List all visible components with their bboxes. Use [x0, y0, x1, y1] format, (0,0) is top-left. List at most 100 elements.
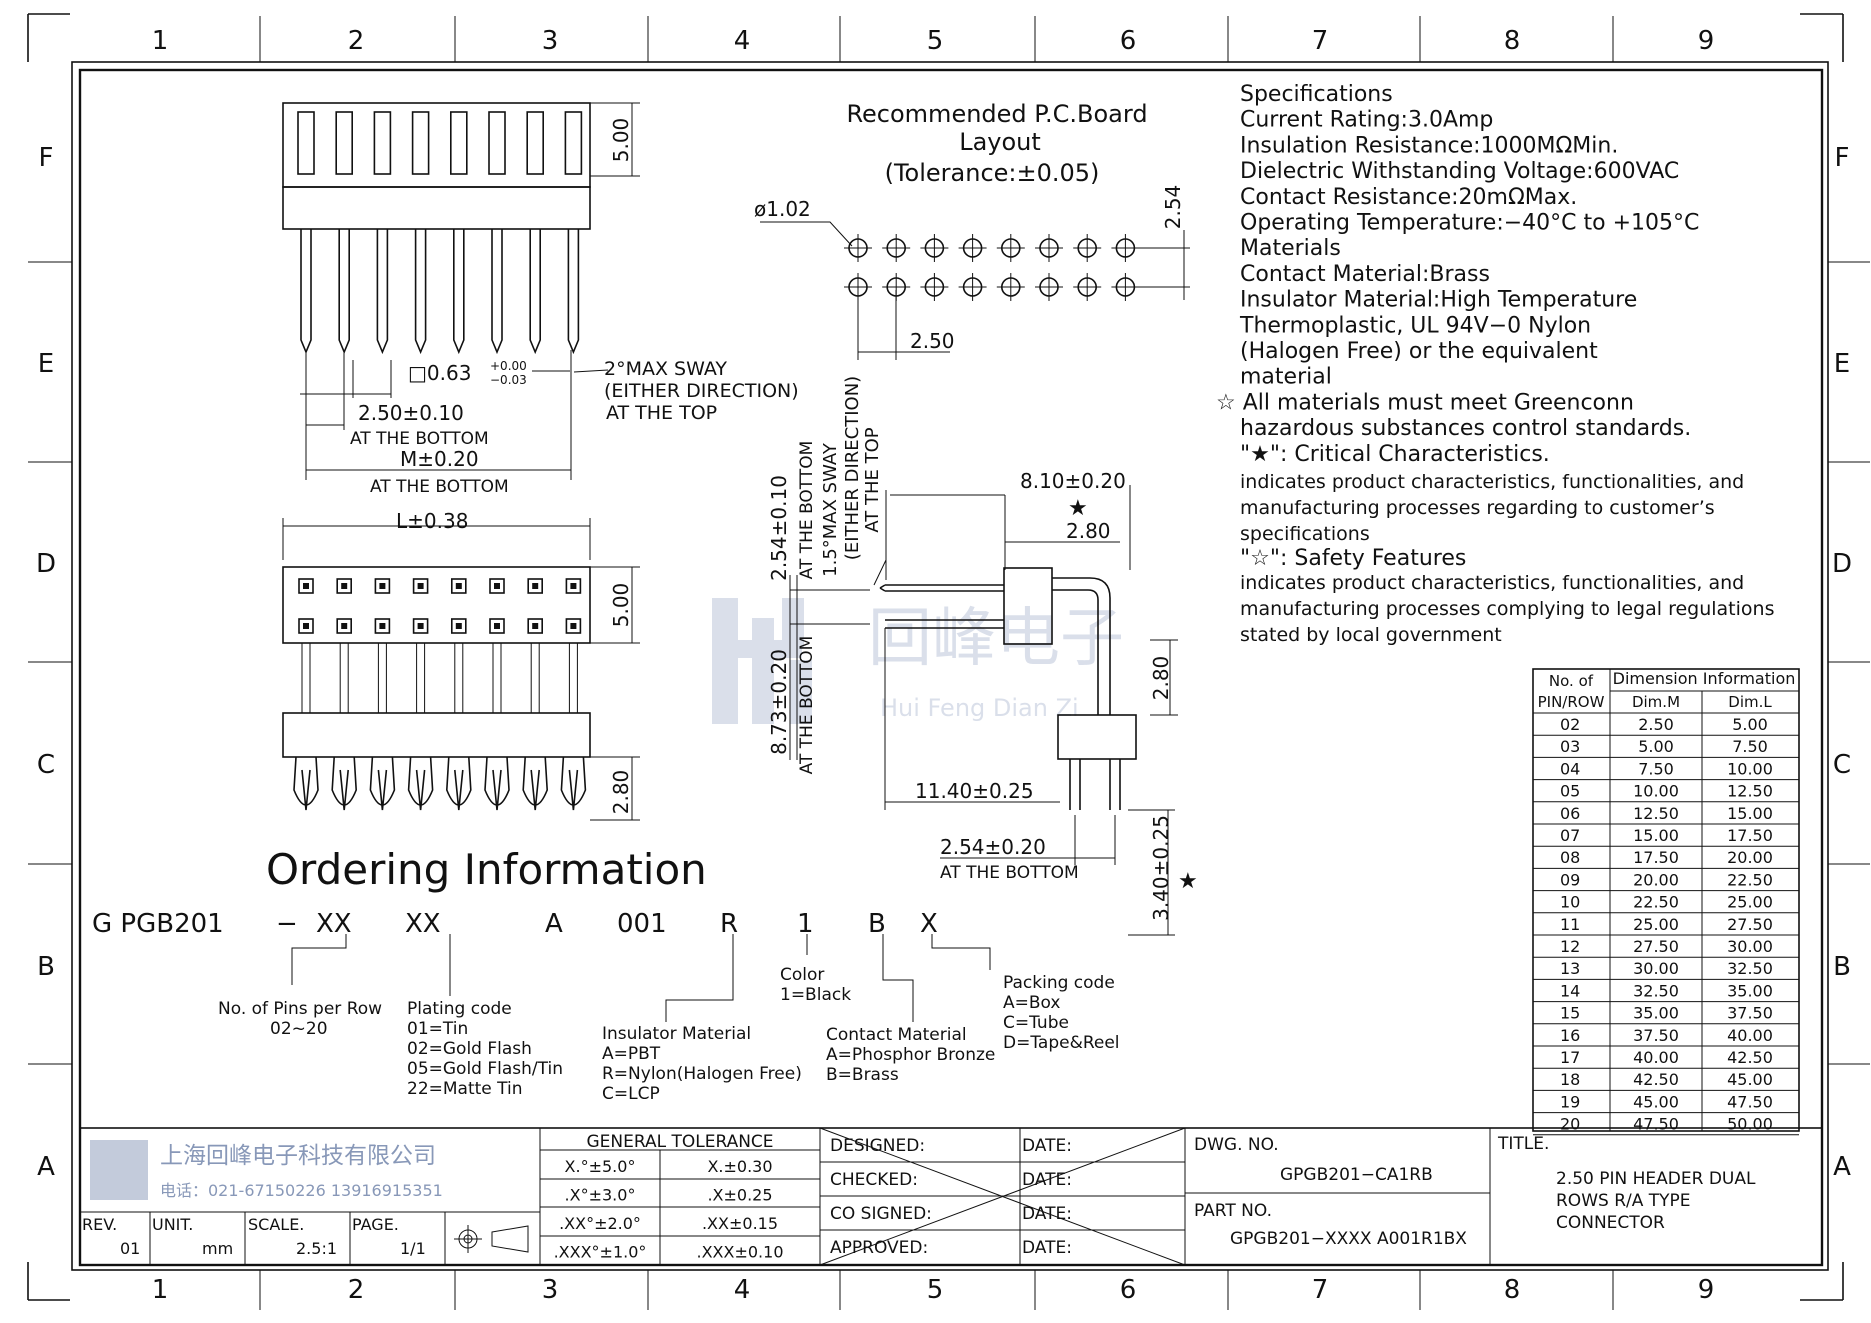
pin-square-label: □0.63 — [408, 361, 471, 385]
col-number-bottom: 3 — [542, 1275, 559, 1305]
table-cell-l: 35.00 — [1727, 981, 1773, 1000]
title-label: TITLE. — [1497, 1134, 1549, 1154]
row-letter-left: E — [38, 349, 54, 379]
tol-angle: X.°±5.0° — [565, 1157, 636, 1176]
side-v254-atb: AT THE BOTTOM — [797, 441, 817, 580]
pin-tail-label: 2.80 — [609, 770, 633, 815]
col-number-bottom: 5 — [927, 1275, 944, 1305]
dwg-no-label: DWG. NO. — [1194, 1135, 1279, 1155]
top-pin-body — [416, 643, 426, 713]
col-number-bottom: 8 — [1504, 1275, 1521, 1305]
side-sway-a: 1.5°MAX SWAY — [820, 442, 841, 577]
table-cell-m: 22.50 — [1633, 893, 1679, 912]
table-cell-pin: 05 — [1560, 782, 1580, 801]
front-pin-top — [411, 111, 430, 175]
contact-list-line: B=Brass — [826, 1065, 899, 1085]
pcb-tolerance: (Tolerance:±0.05) — [885, 159, 1100, 187]
table-head-dim: Dimension Information — [1613, 669, 1796, 688]
top-pin-tail — [331, 756, 358, 811]
dwg-no-value: GPGB201−CA1RB — [1280, 1165, 1433, 1185]
row-letter-right: F — [1835, 143, 1850, 173]
top-pin-square — [489, 578, 505, 594]
ordering-title: Ordering Information — [266, 845, 707, 894]
top-pin-square — [527, 618, 544, 634]
title-value-line: 2.50 PIN HEADER DUAL — [1556, 1169, 1756, 1189]
pitch-dim-label: 2.50±0.10 — [358, 401, 464, 425]
critical-note-line: specifications — [1240, 523, 1370, 545]
table-cell-pin: 11 — [1560, 915, 1580, 934]
side-d1140: 11.40±0.25 — [915, 779, 1034, 803]
spec-line: Contact Material:Brass — [1240, 262, 1490, 287]
front-pin-tail — [453, 229, 465, 355]
tol-linear: .X±0.25 — [707, 1186, 772, 1205]
pcb-hole-cross — [1035, 273, 1063, 301]
table-cell-m: 30.00 — [1633, 959, 1679, 978]
watermark-en: Hui Feng Dian Zi — [880, 694, 1079, 722]
table-cell-l: 40.00 — [1727, 1026, 1773, 1045]
spec-line: "★": Critical Characteristics. — [1240, 442, 1550, 467]
row-letter-left: B — [37, 952, 55, 982]
front-pin-tail — [338, 229, 350, 355]
table-cell-pin: 03 — [1560, 737, 1580, 756]
order-code-part: G PGB201 — [92, 909, 224, 939]
packing-list-line: Packing code — [1003, 973, 1115, 993]
col-number-top: 5 — [927, 26, 944, 56]
row-letter-left: D — [36, 549, 56, 579]
pcb-hole-cross — [1035, 234, 1063, 262]
company-phone: 电话：021-67150226 13916915351 — [160, 1181, 443, 1200]
pcb-hole-cross — [996, 273, 1025, 301]
top-pin-core — [532, 583, 539, 589]
critical-star-1: ★ — [1068, 496, 1088, 521]
contact-list-line: A=Phosphor Bronze — [826, 1045, 995, 1065]
side-v254: 2.54±0.10 — [767, 475, 791, 581]
col-number-top: 8 — [1504, 26, 1521, 56]
row-letter-right: D — [1832, 549, 1852, 579]
row-letter-right: B — [1833, 952, 1851, 982]
top-pin-square — [489, 618, 505, 634]
top-pin-square — [336, 618, 353, 634]
top-pin-square — [565, 618, 582, 634]
row-letter-left: F — [39, 143, 54, 173]
l-dim-label: L±0.38 — [396, 509, 468, 533]
tol-linear: .XXX±0.10 — [697, 1243, 784, 1262]
table-cell-pin: 14 — [1560, 981, 1580, 1000]
table-cell-m: 35.00 — [1633, 1004, 1679, 1023]
safety-note-line: indicates product characteristics, funct… — [1240, 572, 1744, 594]
pin-tol-up: +0.00 — [490, 359, 527, 373]
sway-label-2: (EITHER DIRECTION) — [604, 380, 799, 402]
top-pin-square — [336, 578, 353, 594]
top-pin-tail — [445, 756, 472, 811]
side-view: 2.54±0.10 AT THE BOTTOM 1.5°MAX SWAY (EI… — [767, 376, 1198, 936]
top-pin-core — [532, 623, 539, 629]
insulator-list-line: C=LCP — [602, 1084, 660, 1104]
top-pin-body — [568, 643, 578, 713]
pcb-title: Recommended P.C.Board — [846, 100, 1147, 128]
table-cell-pin: 09 — [1560, 870, 1580, 889]
table-cell-l: 27.50 — [1727, 915, 1773, 934]
table-cell-m: 47.50 — [1633, 1115, 1679, 1134]
top-pin-core — [455, 623, 462, 629]
table-cell-pin: 12 — [1560, 937, 1580, 956]
top-pin-core — [341, 583, 348, 589]
top-pin-square — [374, 618, 391, 634]
table-cell-l: 50.00 — [1727, 1115, 1773, 1134]
spec-line: Operating Temperature:−40°C to +105°C — [1240, 211, 1699, 236]
color-list-line: Color — [780, 965, 824, 985]
table-cell-l: 30.00 — [1727, 937, 1773, 956]
top-pin-body — [492, 643, 502, 713]
col-number-top: 4 — [734, 26, 751, 56]
pcb-horiz-pitch: 2.50 — [910, 329, 955, 353]
table-cell-pin: 07 — [1560, 826, 1580, 845]
table-head-no: No. of — [1549, 672, 1594, 690]
table-cell-pin: 18 — [1560, 1070, 1580, 1089]
table-cell-m: 37.50 — [1633, 1026, 1679, 1045]
top-pin-body — [377, 643, 387, 713]
spec-line: Thermoplastic, UL 94V−0 Nylon — [1239, 313, 1591, 338]
contact-list-line: Contact Material — [826, 1025, 967, 1045]
row-letter-left: C — [37, 750, 55, 780]
critical-star-2: ★ — [1178, 869, 1198, 894]
top-pin-tail — [560, 756, 587, 811]
